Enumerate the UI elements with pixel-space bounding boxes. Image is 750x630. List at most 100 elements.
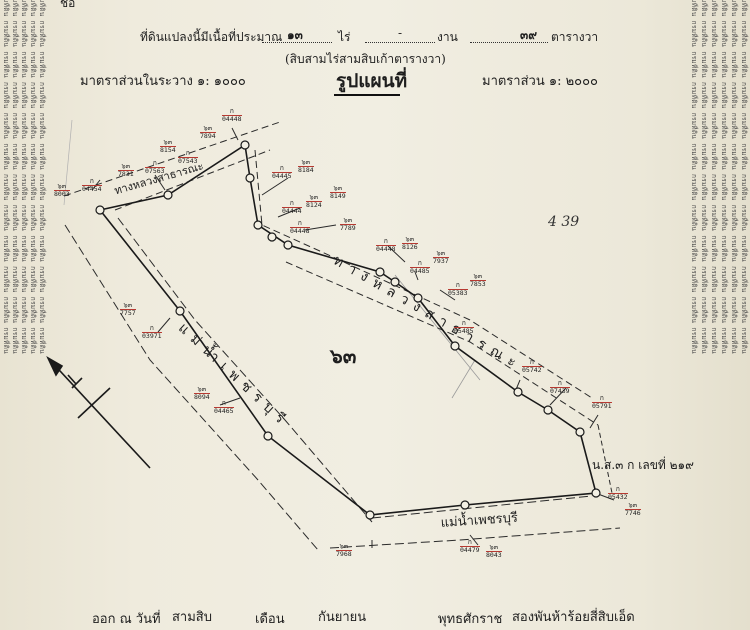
neighbor-label-type: ก [448, 282, 468, 290]
security-microtext: กรมที่ดิน กรมที่ดิน กรมที่ดิน กรมที่ดิน … [20, 0, 28, 354]
security-microtext: กรมที่ดิน กรมที่ดิน กรมที่ดิน กรมที่ดิน … [710, 0, 718, 354]
area-in-words: (สิบสามไร่สามสิบเก้าตารางวา) [285, 52, 446, 66]
neighbor-label-type: ๖๓ [306, 194, 322, 202]
neighbor-label-code: 05791 [592, 402, 612, 410]
neighbor-label-type: ก [290, 220, 310, 228]
neighbor-label-type: ก [272, 165, 292, 173]
neighbor-label-type: ก [454, 320, 474, 328]
footer-month-label: เดือน [255, 612, 285, 627]
neighbor-label-type: ๖๓ [625, 502, 641, 510]
neighbor-label-type: ก [82, 178, 102, 186]
neighbor-label-code: 05432 [608, 493, 628, 501]
neighbor-label-code: 7894 [200, 132, 216, 140]
neighbor-label-type: ก [222, 108, 242, 116]
left-security-strip: กรมที่ดิน กรมที่ดิน กรมที่ดิน กรมที่ดิน … [0, 0, 48, 630]
neighbor-label-code: 7937 [433, 257, 449, 265]
neighbor-label-code: 7757 [120, 309, 136, 317]
area-prefix: ที่ดินแปลงนี้มีเนื้อที่ประมาณ [140, 30, 283, 44]
neighbor-label-type: ก [410, 260, 430, 268]
neighbor-label-type: ก [608, 486, 628, 494]
neighbor-label-code: 03971 [142, 332, 162, 340]
neighbor-label-code: 07563 [145, 167, 165, 175]
right-security-strip: กรมที่ดิน กรมที่ดิน กรมที่ดิน กรมที่ดิน … [684, 0, 750, 630]
footer-era: พุทธศักราช [438, 612, 503, 627]
neighbor-label-type: ๖๓ [120, 302, 136, 310]
neighbor-label-code: 8003 [54, 190, 70, 198]
neighbor-label-code: 8094 [194, 393, 210, 401]
neighbor-label-code: 04444 [282, 207, 302, 215]
security-microtext: กรมที่ดิน กรมที่ดิน กรมที่ดิน กรมที่ดิน … [11, 0, 19, 354]
neighbor-label-type: ๖๓ [336, 543, 352, 551]
handwritten-note: 4 39 [548, 214, 580, 230]
right-note: น.ส.๓ ก เลขที่ ๒๑๙ [592, 458, 694, 472]
neighbor-label-code: 04465 [214, 407, 234, 415]
neighbor-label-code: 07543 [178, 157, 198, 165]
neighbor-label-code: 8124 [306, 201, 322, 209]
footer-month: กันยายน [318, 610, 367, 625]
neighbor-label-type: ๖๓ [118, 163, 134, 171]
neighbor-label-type: ก [592, 395, 612, 403]
neighbor-label-code: 8126 [402, 243, 418, 251]
security-microtext: กรมที่ดิน กรมที่ดิน กรมที่ดิน กรมที่ดิน … [740, 0, 748, 354]
neighbor-label-type: ๖๓ [433, 250, 449, 258]
neighbor-label-type: ก [282, 200, 302, 208]
neighbor-label-type: ก [460, 539, 480, 547]
parcel-number: ๖๓ [330, 344, 357, 368]
wa-unit: ตารางวา [551, 30, 599, 44]
original-scale: มาตราส่วนในระวาง ๑: ๑๐๐๐ [80, 74, 246, 89]
neighbor-label-code: 04448 [222, 115, 242, 123]
neighbor-label-code: 8149 [330, 192, 346, 200]
security-microtext: กรมที่ดิน กรมที่ดิน กรมที่ดิน กรมที่ดิน … [700, 0, 708, 354]
neighbor-label-code: 04448 [376, 245, 396, 253]
ngan-value: - [398, 26, 403, 40]
security-microtext: กรมที่ดิน กรมที่ดิน กรมที่ดิน กรมที่ดิน … [2, 0, 10, 354]
neighbor-label-code: 05383 [448, 289, 468, 297]
wa-dotted-line [470, 42, 548, 43]
ngan-unit: งาน [437, 30, 458, 44]
neighbor-label-type: ๖๓ [200, 125, 216, 133]
neighbor-label-type: ก [376, 238, 396, 246]
neighbor-label-code: 7853 [470, 280, 486, 288]
neighbor-label-type: ๖๓ [54, 183, 70, 191]
rai-unit: ไร่ [338, 30, 351, 44]
neighbor-label-type: ๖๓ [486, 544, 502, 552]
neighbor-label-code: 8043 [486, 551, 502, 559]
neighbor-label-code: 04454 [82, 185, 102, 193]
neighbor-label-code: 05485 [454, 327, 474, 335]
neighbor-label-code: 8184 [298, 166, 314, 174]
rai-value: ๑๓ [287, 28, 303, 42]
neighbor-label-type: ๖๓ [340, 217, 356, 225]
north-arrow-icon [46, 356, 151, 469]
map-scale: มาตราส่วน ๑: ๒๐๐๐ [482, 74, 598, 89]
wa-value: ๓๙ [520, 28, 537, 42]
